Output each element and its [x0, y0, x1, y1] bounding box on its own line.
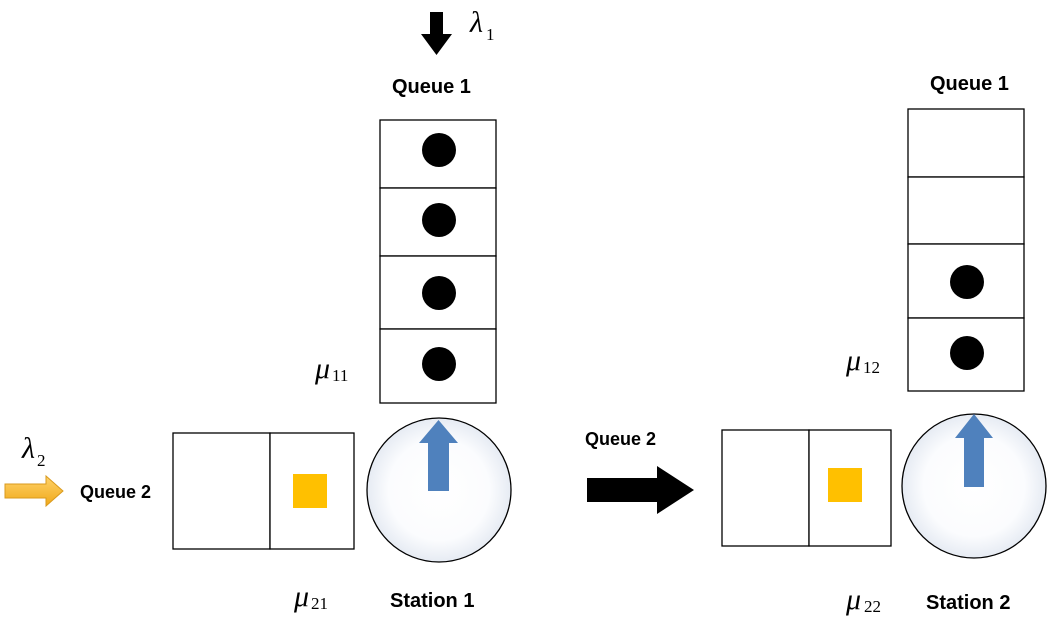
mu-11-subscript: 11 [332, 366, 348, 385]
station1-title: Station 1 [390, 590, 474, 612]
mu-11-symbol: μ [314, 352, 330, 385]
class1-job [422, 203, 456, 237]
class1-job [422, 276, 456, 310]
server-direction-arrow [419, 420, 458, 491]
transfer-arrow [587, 466, 694, 514]
station1-server [366, 417, 512, 563]
transfer-queue2-label: Queue 2 [585, 429, 656, 449]
station1-queue1-label: Queue 1 [392, 76, 471, 98]
queue-slot [907, 108, 1025, 178]
station2-queue2-buffer [721, 429, 892, 547]
queue-slot [907, 176, 1025, 245]
mu-22-subscript: 22 [864, 597, 881, 616]
arrival-1-arrow [421, 12, 452, 55]
station2-server [901, 413, 1047, 559]
queue-slot [721, 429, 810, 547]
arrival-2-arrow [4, 474, 64, 508]
station1-queue2-label: Queue 2 [80, 482, 151, 502]
class1-job [950, 265, 984, 299]
lambda-1-symbol: λ [469, 6, 483, 39]
mu-22-symbol: μ [845, 583, 861, 616]
server-direction-arrow [955, 414, 993, 487]
class1-job [950, 336, 984, 370]
mu-21-subscript: 21 [311, 594, 328, 613]
station2-title: Station 2 [926, 592, 1010, 614]
lambda-1-subscript: 1 [486, 25, 495, 44]
lambda-2-symbol: λ [21, 432, 35, 465]
mu-21-symbol: μ [293, 580, 309, 613]
class1-job [422, 133, 456, 167]
class1-job [422, 347, 456, 381]
mu-12-subscript: 12 [863, 358, 880, 377]
station2-queue1-buffer [907, 108, 1025, 392]
lambda-2-subscript: 2 [37, 451, 46, 470]
station1-queue2-buffer [172, 432, 355, 550]
station1-queue1-buffer [379, 119, 497, 404]
queue-slot [172, 432, 271, 550]
class2-job [293, 474, 327, 508]
mu-12-symbol: μ [845, 344, 861, 377]
station2-queue1-label: Queue 1 [930, 73, 1009, 95]
class2-job [828, 468, 862, 502]
